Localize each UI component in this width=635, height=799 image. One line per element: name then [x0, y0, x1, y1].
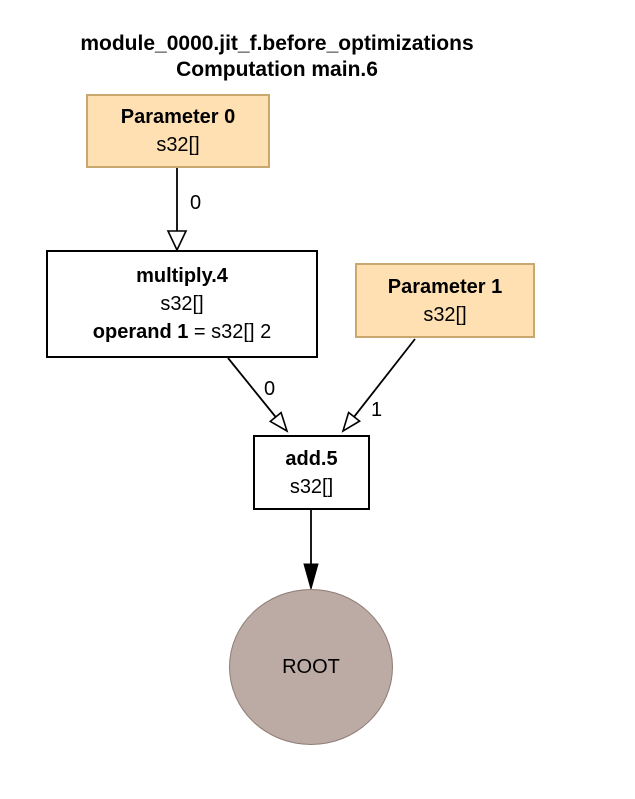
node-parameter-1-name: Parameter 1: [387, 275, 503, 298]
node-parameter-1: Parameter 1 s32[]: [355, 263, 535, 338]
node-parameter-0: Parameter 0 s32[]: [86, 94, 270, 168]
node-multiply-4-operand-line: operand 1 = s32[] 2: [93, 318, 271, 346]
node-parameter-0-name: Parameter 0: [120, 106, 236, 128]
edge-add-to-root-arrowhead-icon: [303, 563, 319, 591]
node-parameter-0-dtype: s32[]: [156, 134, 200, 156]
graph-title-computation: Computation main.6: [176, 58, 378, 81]
node-multiply-4: multiply.4 s32[] operand 1 = s32[] 2: [46, 250, 318, 358]
node-root: ROOT: [229, 589, 393, 745]
graph-title-module: module_0000.jit_f.before_optimizations: [80, 32, 474, 55]
node-parameter-1-dtype: s32[]: [423, 303, 467, 326]
node-multiply-4-operand-value: = s32[] 2: [188, 321, 272, 343]
node-add-5-name: add.5: [285, 447, 338, 470]
edge-param1-to-add-arrowhead-icon: [341, 411, 362, 433]
edge-label-param0-operand-index: 0: [190, 192, 202, 214]
edge-multiply-to-add-arrowhead-icon: [268, 411, 289, 433]
node-multiply-4-dtype: s32[]: [160, 293, 204, 315]
edge-param1-to-add-line: [353, 338, 416, 418]
node-root-label: ROOT: [282, 656, 340, 678]
edge-param0-to-multiply-arrowhead-icon: [166, 230, 188, 252]
node-multiply-4-operand-label: operand 1: [92, 321, 189, 343]
edge-label-multiply-operand-index: 0: [264, 378, 276, 400]
node-add-5: add.5 s32[]: [253, 435, 370, 510]
node-add-5-dtype: s32[]: [289, 475, 334, 498]
graph-title: module_0000.jit_f.before_optimizations C…: [17, 31, 537, 83]
node-multiply-4-name: multiply.4: [136, 265, 228, 287]
edge-label-param1-operand-index: 1: [371, 399, 383, 421]
